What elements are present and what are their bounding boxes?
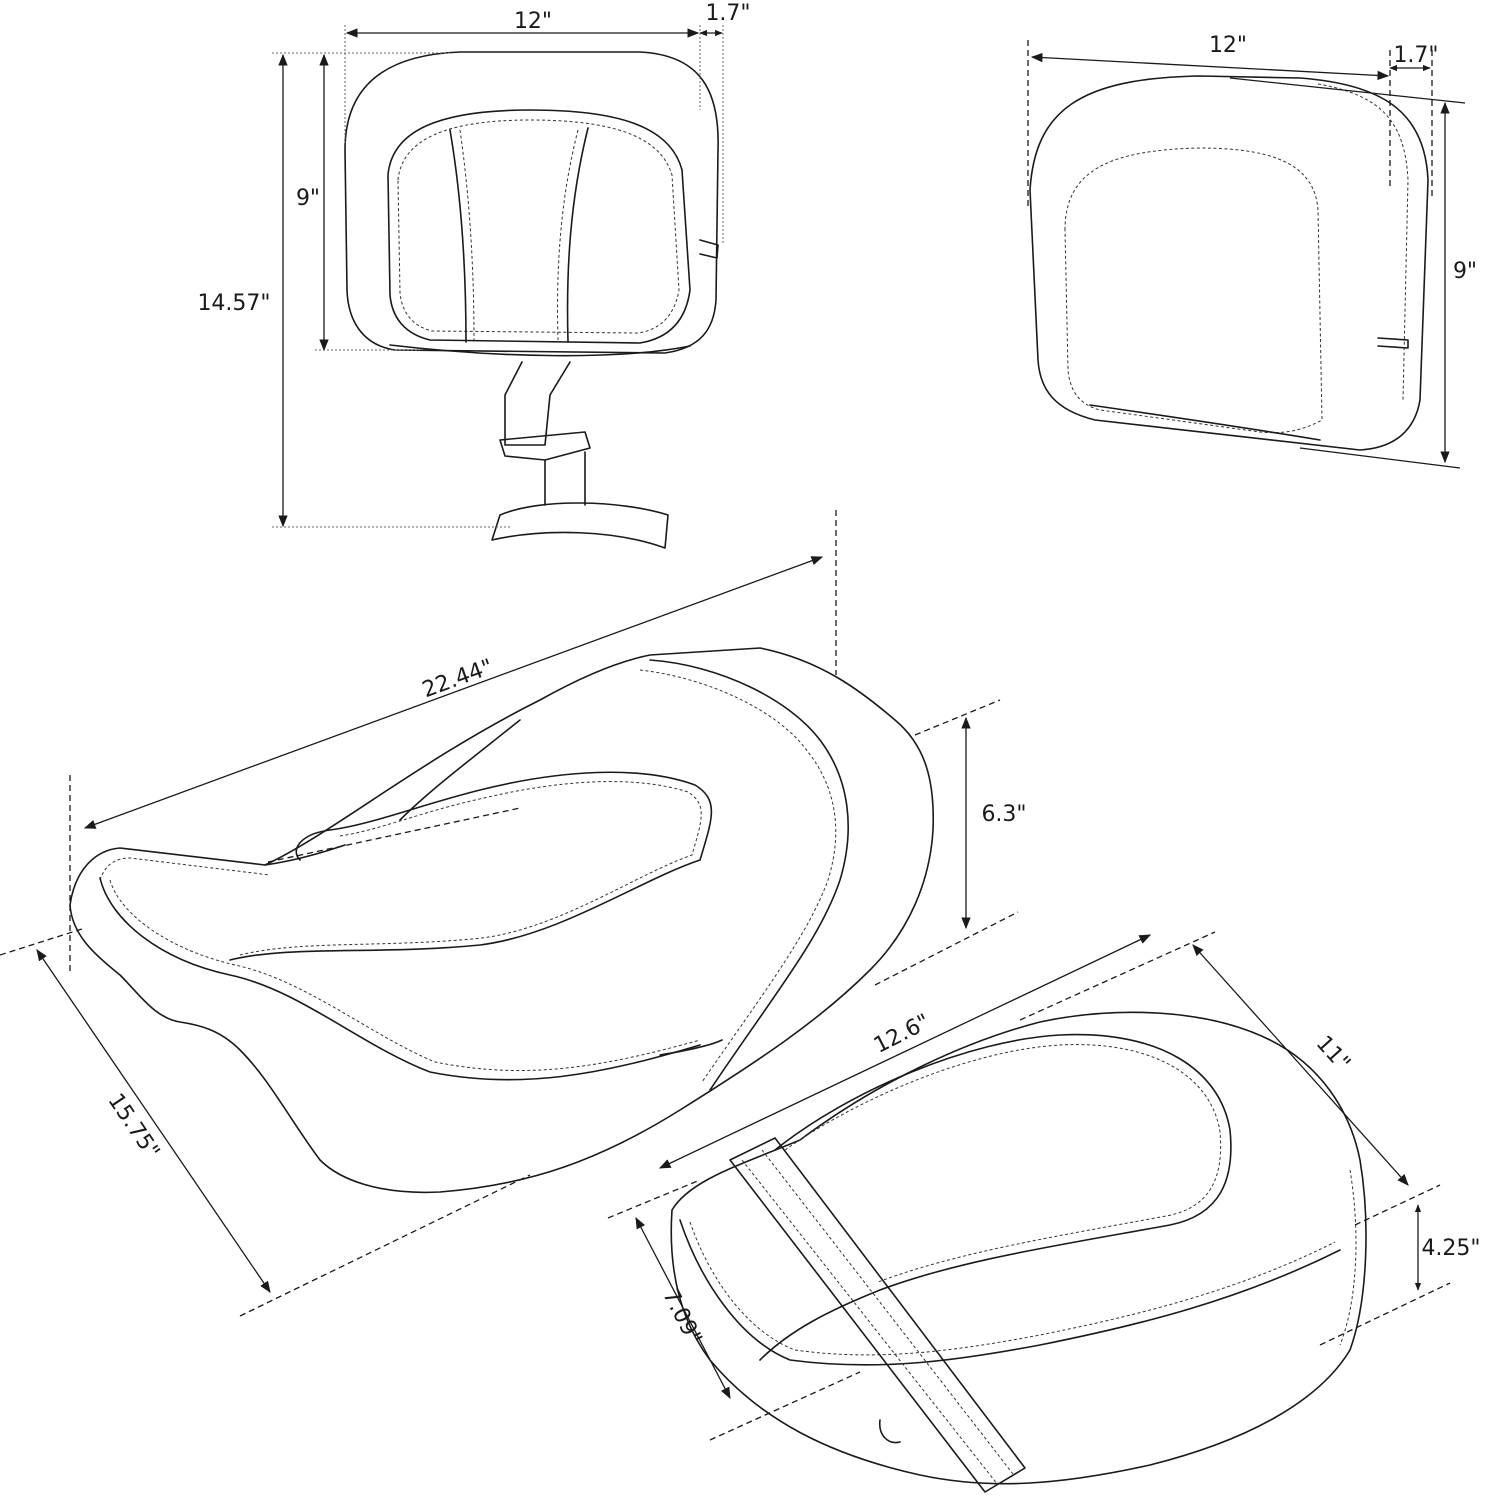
backrest-bracket <box>504 361 571 446</box>
passenger-length-label: 12.6" <box>870 1010 934 1059</box>
driver-seat-saddle <box>229 771 713 961</box>
backrest-pad-outline <box>344 51 719 354</box>
passenger-seat-outline <box>670 1011 1367 1485</box>
passenger-seat: 12.6" 11" 4.25" 7.09" <box>607 931 1481 1493</box>
backrest-width-label: 12" <box>514 9 552 34</box>
driver-seat-outline <box>69 647 935 1194</box>
backrest-pad-stitch-2 <box>1064 147 1323 434</box>
driver-seat-top-seam <box>99 877 701 1081</box>
backrest-pad-outline-2 <box>1029 75 1429 451</box>
backrest-depth-label: 1.7" <box>705 1 750 26</box>
passenger-seat-cushion <box>759 1033 1232 1361</box>
passenger-height-label: 4.25" <box>1421 1236 1480 1261</box>
backrest-panel-seam-right <box>566 127 589 343</box>
driver-width-label: 15.75" <box>103 1089 165 1164</box>
backrest-with-bracket: 12" 1.7" 9" 14.57" <box>197 1 751 549</box>
passenger-width-label: 11" <box>1311 1031 1355 1076</box>
driver-seat: 22.44" 6.3" 15.75" <box>0 510 1027 1317</box>
backrest-mount-plate <box>491 502 669 549</box>
backrest-total-height-label: 14.57" <box>197 291 270 316</box>
passenger-strap <box>729 1137 1026 1493</box>
driver-seat-riser <box>649 659 849 1091</box>
pad-width-label: 12" <box>1209 33 1247 58</box>
backrest-pad-inner <box>387 109 691 344</box>
backrest-pad-height-label: 9" <box>296 186 320 211</box>
backrest-pad: 12" 1.7" 9" <box>1027 33 1477 469</box>
driver-length-label: 22.44" <box>419 655 496 703</box>
backrest-stitch <box>397 119 680 334</box>
backrest-panel-seam-left <box>449 129 467 343</box>
pad-height-label: 9" <box>1453 259 1477 284</box>
passenger-depth-label: 7.09" <box>657 1285 706 1349</box>
pad-depth-label: 1.7" <box>1393 43 1438 68</box>
driver-height-label: 6.3" <box>981 802 1026 827</box>
